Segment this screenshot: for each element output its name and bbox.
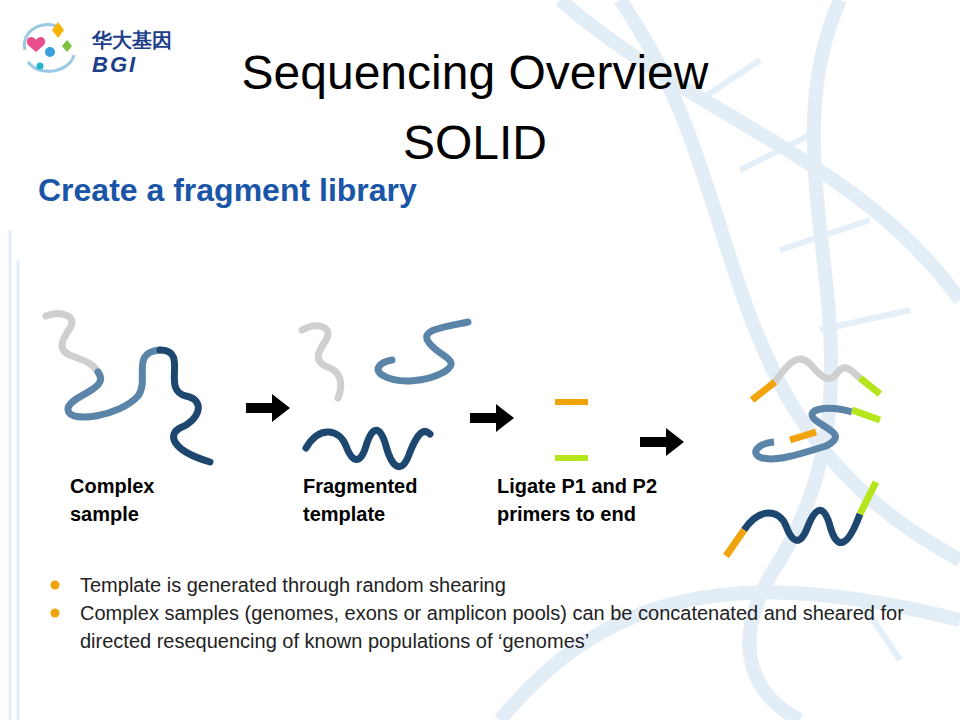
bullet-dot (51, 581, 60, 618)
logo-bgi: BGI (92, 52, 212, 78)
left-lines (10, 230, 18, 720)
ligated-library-strands (726, 359, 880, 556)
slide-title: Sequencing Overview SOLID (225, 38, 725, 178)
fragment-strands (302, 322, 468, 467)
helix-rungs (700, 60, 910, 660)
slide-subtitle: Create a fragment library (38, 170, 738, 210)
step-label: Ligate P1 and P2 primers to end (497, 472, 702, 528)
complex-sample-strands (46, 314, 210, 462)
bgi-logo-emblem (24, 22, 74, 71)
logo-chinese: 华大基因 (92, 28, 212, 52)
p1-p2-adaptors (555, 402, 588, 458)
step-label: Fragmented template (303, 472, 463, 528)
step-label: Complex sample (70, 472, 195, 528)
process-arrow (246, 394, 684, 456)
bullet-text: Complex samples (genomes, exons or ampli… (80, 599, 930, 655)
bullet-text: Template is generated through random she… (80, 571, 930, 599)
